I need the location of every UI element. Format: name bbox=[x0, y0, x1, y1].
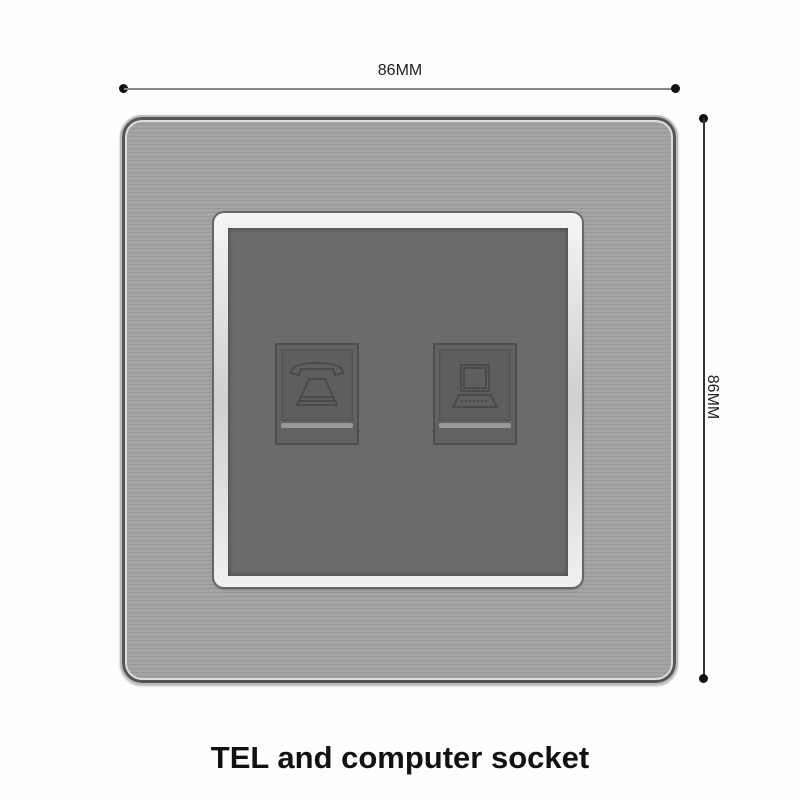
telephone-port bbox=[275, 343, 359, 445]
width-dimension-line bbox=[124, 88, 676, 90]
computer-icon bbox=[451, 364, 499, 408]
product-caption: TEL and computer socket bbox=[210, 740, 590, 775]
width-label: 86MM bbox=[377, 62, 423, 79]
height-label: 86MM bbox=[704, 374, 721, 420]
dimension-endpoint bbox=[119, 84, 128, 93]
socket-panel bbox=[228, 228, 568, 576]
dimension-endpoint bbox=[699, 674, 708, 683]
dimension-endpoint bbox=[671, 84, 680, 93]
computer-port bbox=[433, 343, 517, 445]
telephone-icon bbox=[289, 361, 345, 406]
height-dimension-line bbox=[703, 118, 705, 678]
